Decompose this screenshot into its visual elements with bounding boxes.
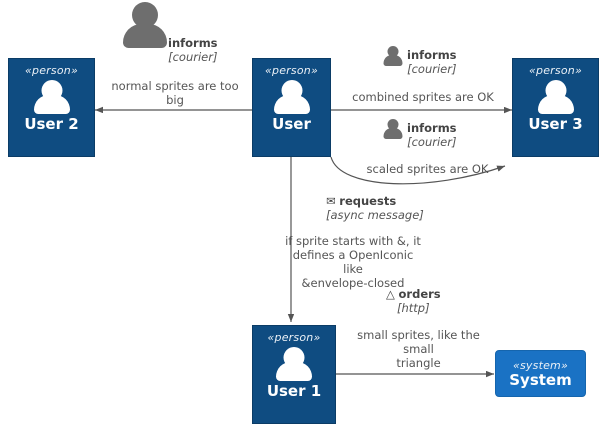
edge-label-user-to-user3-curved: scaled sprites are OK bbox=[366, 162, 489, 176]
person-sprite-small-icon bbox=[383, 46, 402, 66]
node-stereotype: «person» bbox=[529, 64, 582, 77]
edge-relation: requests bbox=[339, 194, 397, 208]
node-user[interactable]: «person» User bbox=[252, 58, 331, 157]
edge-label-informs-courier-lower: informs [courier] bbox=[407, 121, 457, 149]
node-user3[interactable]: «person» User 3 bbox=[512, 58, 599, 157]
edge-label-informs-courier-upper: informs [courier] bbox=[407, 48, 457, 76]
node-stereotype: «person» bbox=[25, 64, 78, 77]
node-user1[interactable]: «person» User 1 bbox=[252, 325, 336, 424]
edge-technology: [async message] bbox=[326, 208, 424, 222]
edge-technology: [http] bbox=[397, 301, 430, 315]
node-label: User bbox=[272, 115, 311, 133]
person-sprite-small-icon bbox=[383, 119, 402, 139]
edge-relation: informs bbox=[168, 36, 218, 50]
edge-label-user-to-user3-straight: combined sprites are OK bbox=[352, 90, 494, 104]
edge-label-requests-async: ✉ requests [async message] bbox=[326, 194, 424, 222]
edge-relation: informs bbox=[407, 48, 457, 62]
person-sprite-icon bbox=[534, 80, 578, 114]
triangle-icon: △ bbox=[386, 287, 395, 301]
person-sprite-icon bbox=[270, 80, 314, 114]
edge-relation: orders bbox=[398, 287, 441, 301]
envelope-closed-icon: ✉ bbox=[326, 194, 336, 208]
edge-relation: informs bbox=[407, 121, 457, 135]
node-label: User 2 bbox=[24, 115, 79, 133]
node-stereotype: «system» bbox=[513, 358, 568, 372]
person-sprite-large-icon bbox=[122, 2, 168, 48]
person-sprite-icon bbox=[272, 347, 316, 381]
edge-label-user-to-user2: normal sprites are too big bbox=[111, 79, 239, 107]
edge-technology: [courier] bbox=[407, 135, 457, 149]
node-system[interactable]: «system» System bbox=[495, 350, 586, 397]
edge-technology: [courier] bbox=[168, 50, 218, 64]
node-label: User 1 bbox=[266, 382, 322, 400]
edge-technology: [courier] bbox=[407, 62, 457, 76]
edge-label-user-to-user1: if sprite starts with &, it defines a Op… bbox=[285, 234, 421, 290]
edge-label-informs-courier-top: informs [courier] bbox=[168, 36, 218, 64]
edge-user-to-user3-curved bbox=[330, 156, 506, 185]
node-user2[interactable]: «person» User 2 bbox=[8, 58, 95, 157]
node-stereotype: «person» bbox=[265, 64, 318, 77]
node-stereotype: «person» bbox=[267, 331, 321, 344]
edge-label-orders-http: △ orders [http] bbox=[386, 287, 441, 315]
node-label: System bbox=[509, 370, 572, 389]
person-sprite-icon bbox=[30, 80, 74, 114]
edge-label-user1-to-system: small sprites, like the small triangle bbox=[357, 328, 480, 370]
node-label: User 3 bbox=[528, 115, 583, 133]
